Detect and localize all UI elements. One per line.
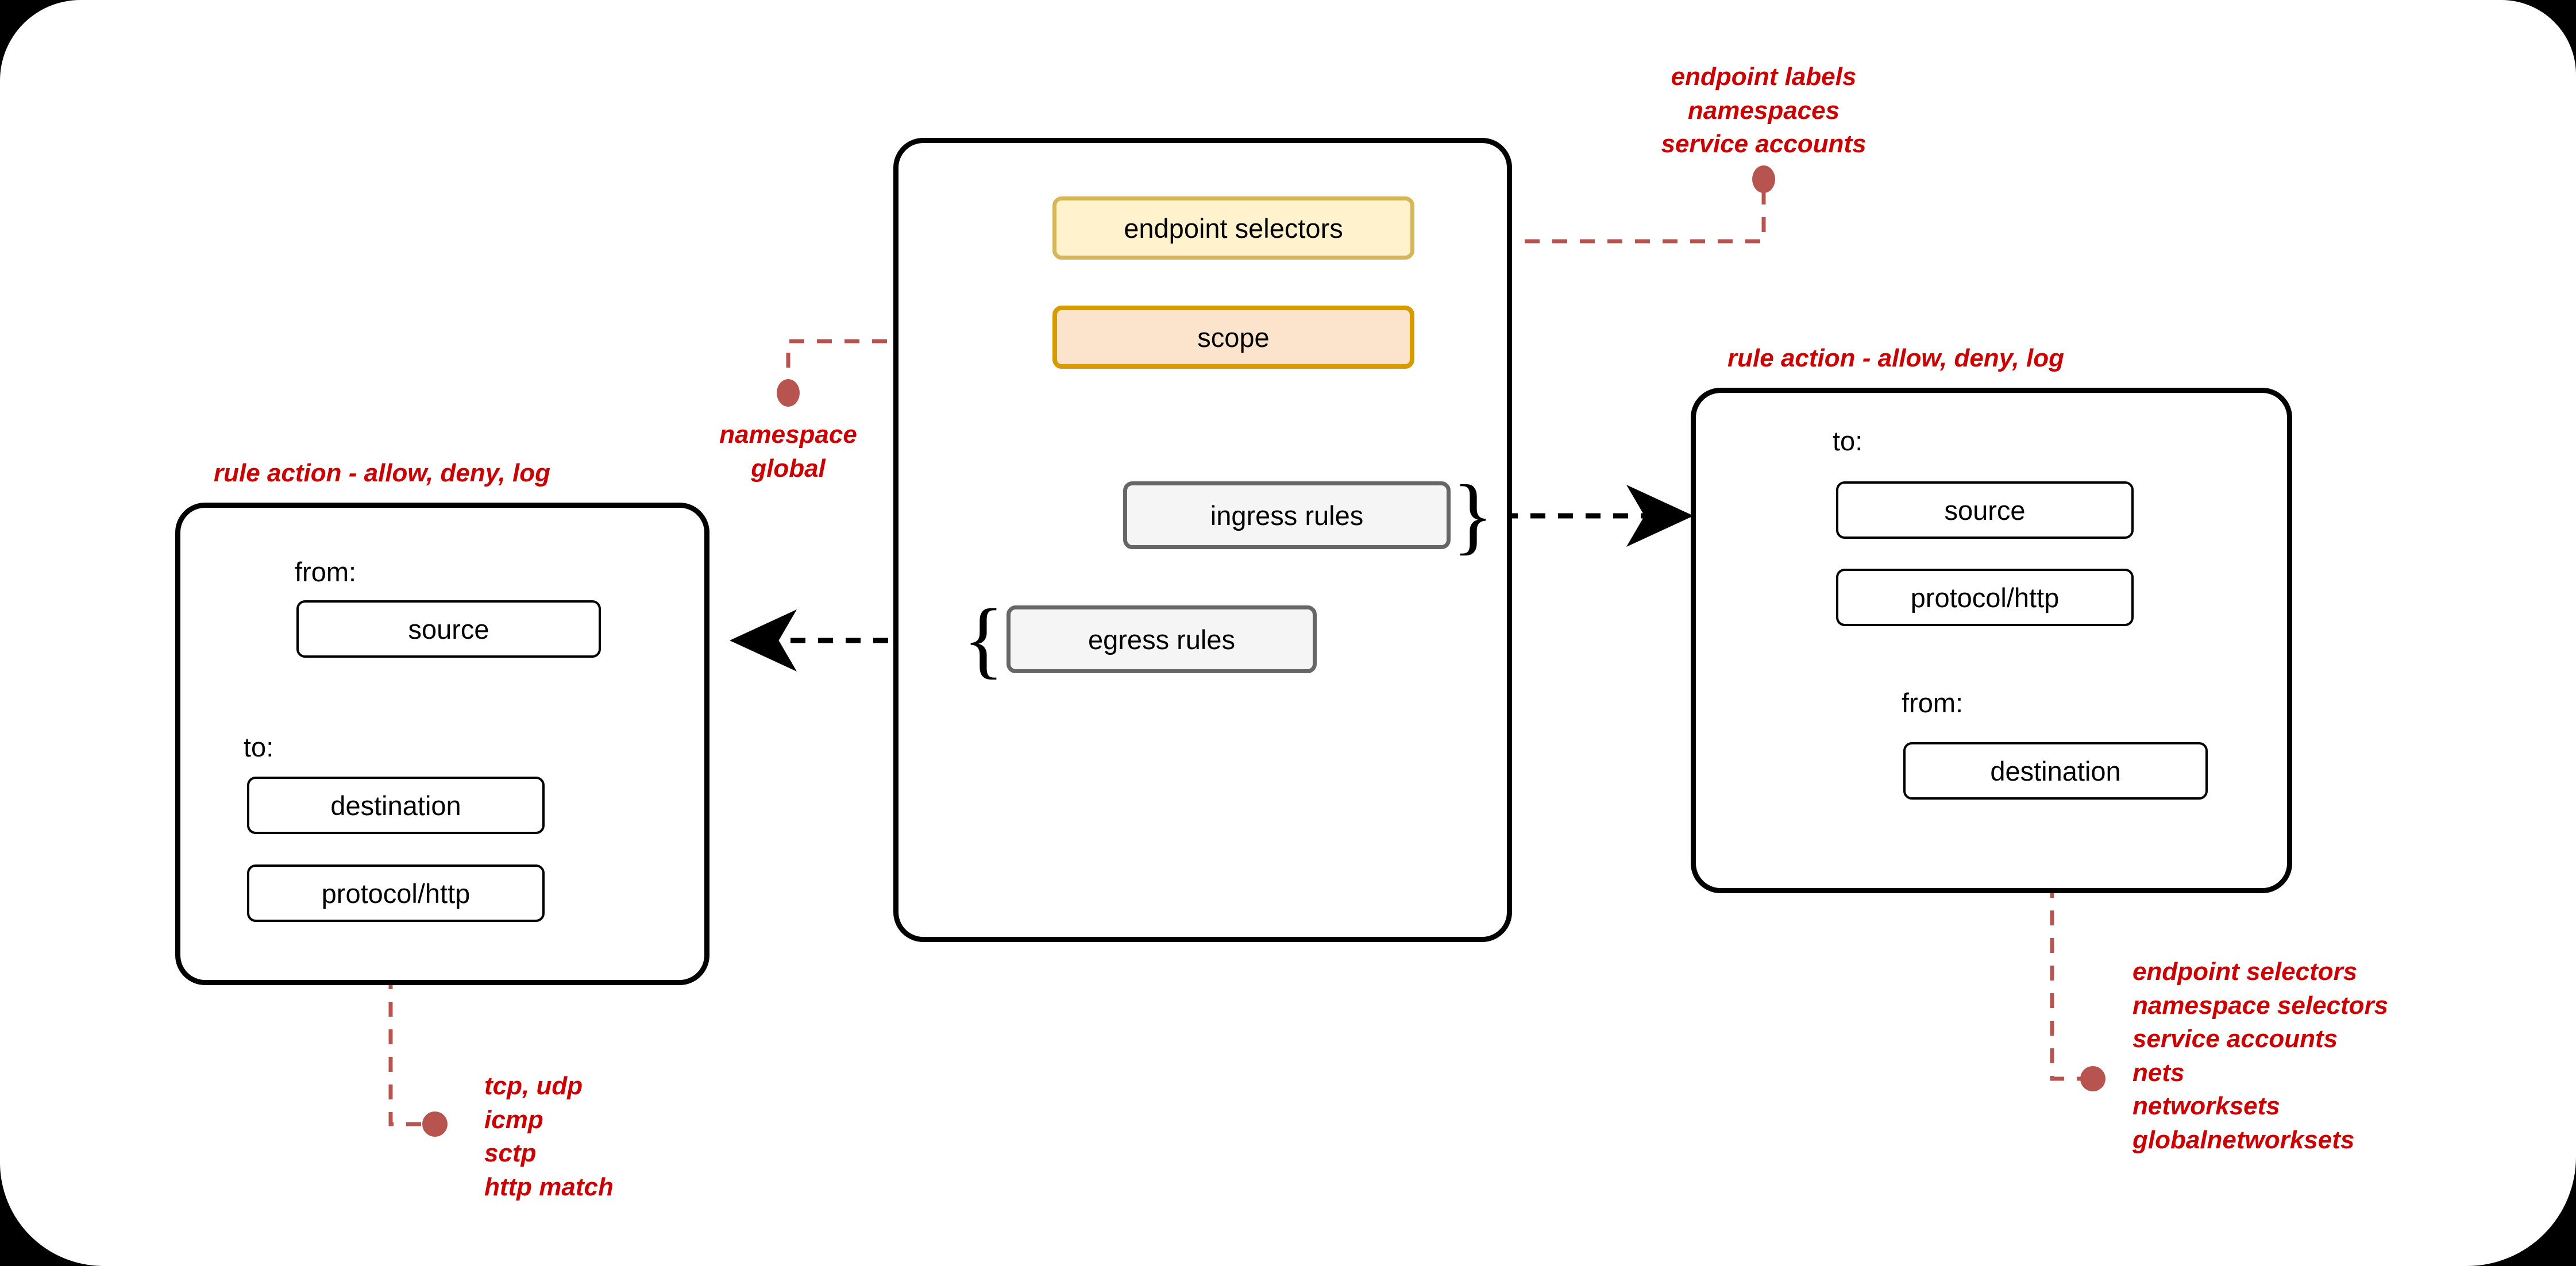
destination-note: endpoint selectors namespace selectors s… bbox=[2132, 955, 2569, 1157]
left-from-label: from: bbox=[295, 556, 356, 588]
ingress-brace-glyph: } bbox=[1452, 468, 1494, 563]
endpoint-selectors-note-line-3: service accounts bbox=[1661, 130, 1867, 159]
egress-brace: { bbox=[963, 596, 1004, 682]
protocol-note-line-4: http match bbox=[484, 1172, 614, 1201]
left-from-source-box[interactable]: source bbox=[296, 600, 601, 658]
scope-label: scope bbox=[1197, 322, 1270, 353]
right-to-source-label: source bbox=[1944, 495, 2026, 526]
egress-brace-glyph: { bbox=[963, 592, 1004, 687]
left-to-protocol-label: protocol/http bbox=[321, 878, 471, 909]
ingress-brace: } bbox=[1452, 472, 1494, 558]
scope-note-line-1: namespace bbox=[719, 420, 857, 449]
endpoint-selectors-box[interactable]: endpoint selectors bbox=[1052, 196, 1414, 260]
left-to-label-text: to: bbox=[244, 732, 274, 762]
right-to-source-box[interactable]: source bbox=[1836, 481, 2134, 539]
left-from-label-text: from: bbox=[295, 557, 357, 587]
left-from-source-label: source bbox=[408, 613, 489, 644]
right-from-label-text: from: bbox=[1902, 688, 1964, 718]
right-from-destination-label: destination bbox=[1990, 755, 2121, 786]
left-to-destination-box[interactable]: destination bbox=[247, 777, 545, 834]
egress-rules-box[interactable]: egress rules bbox=[1007, 605, 1317, 673]
egress-rules-label: egress rules bbox=[1088, 624, 1235, 655]
left-to-protocol-box[interactable]: protocol/http bbox=[247, 864, 545, 922]
destination-note-line-1: endpoint selectors bbox=[2132, 958, 2358, 986]
ingress-rules-box[interactable]: ingress rules bbox=[1123, 481, 1451, 549]
right-from-label: from: bbox=[1902, 687, 1963, 719]
protocol-note-line-1: tcp, udp bbox=[484, 1072, 583, 1100]
right-panel-rule-action-note: rule action - allow, deny, log bbox=[1709, 342, 2083, 376]
scope-note: namespace global bbox=[601, 418, 975, 485]
left-to-label: to: bbox=[244, 731, 273, 763]
right-from-destination-box[interactable]: destination bbox=[1903, 742, 2208, 800]
left-panel-rule-action-note: rule action - allow, deny, log bbox=[195, 457, 569, 491]
destination-note-line-3: service accounts bbox=[2132, 1025, 2338, 1053]
endpoint-selectors-note-line-1: endpoint labels bbox=[1671, 63, 1857, 91]
right-to-protocol-label: protocol/http bbox=[1910, 582, 2060, 613]
policy-panel-right bbox=[1691, 388, 2292, 893]
destination-note-line-6: globalnetworksets bbox=[2132, 1125, 2355, 1154]
destination-note-line-4: nets bbox=[2132, 1058, 2185, 1087]
right-to-protocol-box[interactable]: protocol/http bbox=[1836, 569, 2134, 626]
destination-note-line-5: networksets bbox=[2132, 1092, 2280, 1121]
scope-note-line-2: global bbox=[751, 454, 826, 483]
right-rule-action-text: rule action - allow, deny, log bbox=[1727, 344, 2064, 372]
ingress-rules-label: ingress rules bbox=[1210, 500, 1364, 531]
protocol-note-line-2: icmp bbox=[484, 1105, 543, 1134]
left-to-destination-label: destination bbox=[330, 790, 461, 821]
right-to-label-text: to: bbox=[1833, 426, 1863, 456]
left-rule-action-text: rule action - allow, deny, log bbox=[214, 459, 550, 487]
endpoint-selectors-label: endpoint selectors bbox=[1124, 213, 1343, 244]
protocol-note-line-3: sctp bbox=[484, 1139, 537, 1168]
right-to-label: to: bbox=[1833, 425, 1862, 457]
destination-note-line-2: namespace selectors bbox=[2132, 991, 2389, 1020]
endpoint-selectors-note: endpoint labels namespaces service accou… bbox=[1577, 60, 1950, 161]
scope-box[interactable]: scope bbox=[1052, 306, 1414, 369]
endpoint-selectors-note-line-2: namespaces bbox=[1687, 96, 1840, 125]
protocol-note: tcp, udp icmp sctp http match bbox=[484, 1070, 886, 1204]
